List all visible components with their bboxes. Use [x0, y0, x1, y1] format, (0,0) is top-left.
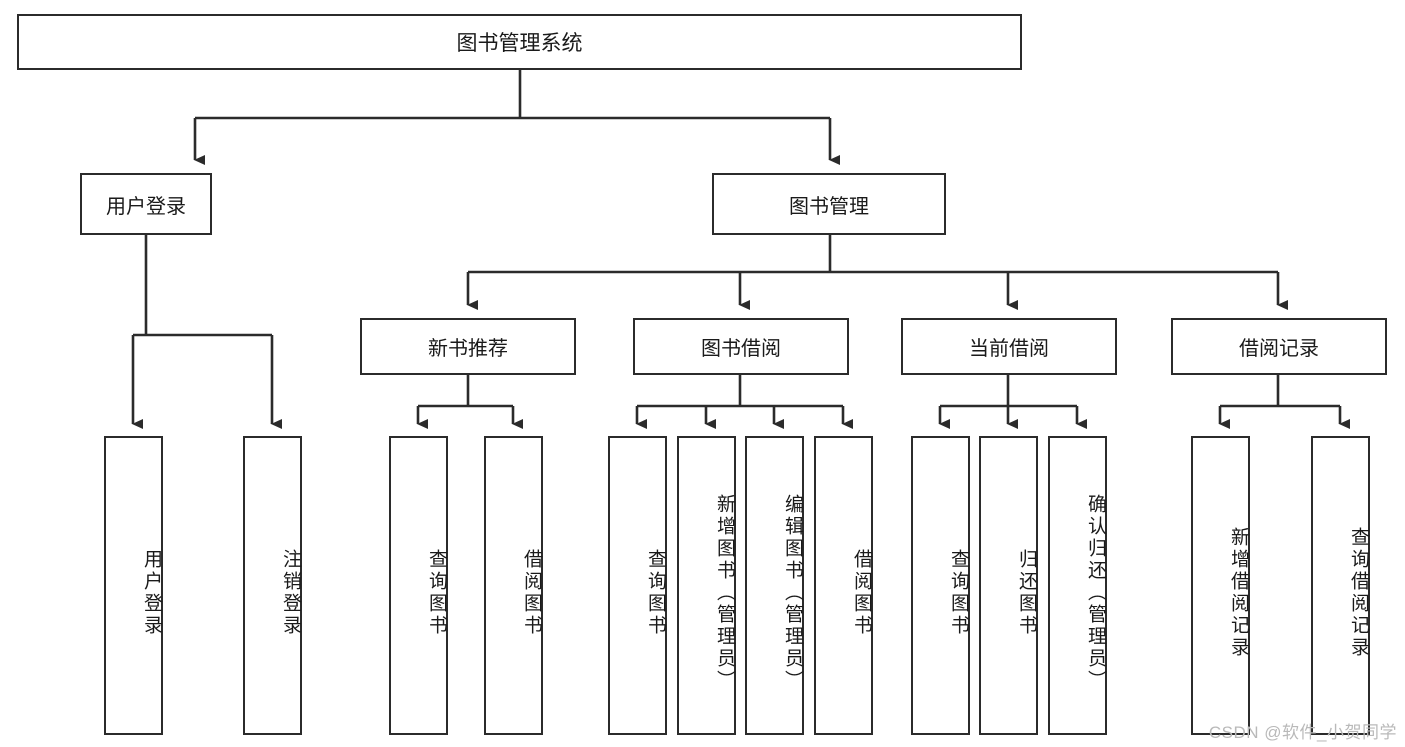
- leaf-current-return-book[interactable]: 归还图书: [979, 436, 1038, 735]
- node-label: 图书管理: [789, 195, 869, 218]
- node-current-borrow[interactable]: 当前借阅: [901, 318, 1117, 375]
- node-label: 归还图书: [1016, 548, 1037, 637]
- leaf-user-login-logout[interactable]: 注销登录: [243, 436, 302, 735]
- node-user-login[interactable]: 用户登录: [80, 173, 212, 235]
- node-book-management[interactable]: 图书管理: [712, 173, 946, 235]
- leaf-user-login-login[interactable]: 用户登录: [104, 436, 163, 735]
- node-label: 确认归还（管理员）: [1085, 493, 1106, 692]
- leaf-recommend-borrow-book[interactable]: 借阅图书: [484, 436, 543, 735]
- leaf-recommend-query-book[interactable]: 查询图书: [389, 436, 448, 735]
- node-label: 查询图书: [426, 548, 447, 637]
- leaf-borrow-borrow-book[interactable]: 借阅图书: [814, 436, 873, 735]
- leaf-borrow-edit-book-admin[interactable]: 编辑图书（管理员）: [745, 436, 804, 735]
- node-label: 查询借阅记录: [1348, 526, 1369, 659]
- node-book-borrow[interactable]: 图书借阅: [633, 318, 849, 375]
- node-borrow-records[interactable]: 借阅记录: [1171, 318, 1387, 375]
- node-label: 借阅图书: [521, 548, 542, 637]
- node-label: 新增借阅记录: [1228, 526, 1249, 659]
- node-label: 借阅图书: [851, 548, 872, 637]
- node-label: 查询图书: [948, 548, 969, 637]
- leaf-records-add-record[interactable]: 新增借阅记录: [1191, 436, 1250, 735]
- node-label: 当前借阅: [969, 338, 1049, 360]
- node-label: 图书借阅: [701, 338, 781, 360]
- node-label: 用户登录: [141, 548, 162, 637]
- leaf-records-query-record[interactable]: 查询借阅记录: [1311, 436, 1370, 735]
- node-label: 注销登录: [280, 548, 301, 637]
- node-label: 图书管理系统: [456, 32, 583, 55]
- leaf-current-confirm-return-admin[interactable]: 确认归还（管理员）: [1048, 436, 1107, 735]
- node-label: 用户登录: [106, 195, 186, 218]
- leaf-borrow-add-book-admin[interactable]: 新增图书（管理员）: [677, 436, 736, 735]
- node-label: 编辑图书（管理员）: [782, 493, 803, 692]
- node-new-book-recommend[interactable]: 新书推荐: [360, 318, 576, 375]
- node-label: 新增图书（管理员）: [714, 493, 735, 692]
- leaf-borrow-query-book[interactable]: 查询图书: [608, 436, 667, 735]
- node-label: 借阅记录: [1239, 338, 1319, 360]
- watermark-text: CSDN @软件_小贺同学: [1208, 723, 1397, 742]
- node-label: 查询图书: [645, 548, 666, 637]
- node-root-system[interactable]: 图书管理系统: [17, 14, 1022, 70]
- node-label: 新书推荐: [428, 338, 508, 360]
- leaf-current-query-book[interactable]: 查询图书: [911, 436, 970, 735]
